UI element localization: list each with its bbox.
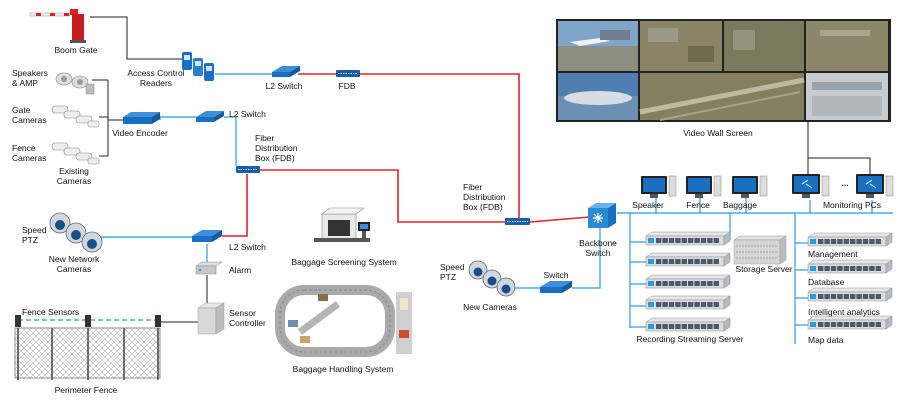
storage-server [733,235,787,265]
backbone-switch-label-1: Backbone [579,238,617,248]
boom-gate-label: Boom Gate [55,45,98,55]
speed-ptz-left-label-2: PTZ [22,235,38,245]
map-data-label: Map data [808,335,844,345]
boom-gate [29,9,86,43]
speakers-amp-label-1: Speakers [12,68,48,78]
ptz-cameras-left [49,212,103,253]
existing-cameras-label-2: Cameras [57,176,91,186]
new-cameras-label: New Cameras [463,302,517,312]
ptz-cameras-right [468,260,516,297]
sensor-controller [197,302,225,335]
fiber-box-left-label-2: Distribution [255,143,298,153]
switch-right [540,281,572,293]
right-server-1 [807,232,893,247]
right-server-3 [807,287,893,302]
speaker-label: Speaker [632,200,664,210]
right-server-2 [807,259,893,274]
speed-ptz-right-label-2: PTZ [440,272,456,282]
new-network-cameras-label-1: New Network [49,254,100,264]
intelligent-analytics-label: Intelligent analytics [808,307,880,317]
sensor-controller-label-2: Controller [229,318,266,328]
recording-server-1 [645,231,731,246]
video-encoder-label: Video Encoder [112,128,168,138]
switch-label: Switch [543,270,568,280]
speed-ptz-left-label-1: Speed [22,225,47,235]
speakers-amp-label-2: & AMP [12,78,38,88]
speakers-icon [55,72,95,95]
monitoring-pcs-label: Monitoring PCs [823,200,881,210]
baggage-label: Baggage [723,200,757,210]
l2-switch-mid-label: L2 Switch [229,109,266,119]
baggage-screening-label: Baggage Screening System [291,257,396,267]
fence-sensors-label: Fence Sensors [22,307,79,317]
perimeter-fence-label: Perimeter Fence [55,385,118,395]
fiber-box-right-label-2: Distribution [463,192,506,202]
new-network-cameras-label-2: Cameras [57,264,91,274]
fiber-box-right-label-3: Box (FDB) [463,202,503,212]
fiber-box-left-label-3: Box (FDB) [255,153,295,163]
fiber-links [222,73,591,237]
fence-cameras-icon [51,142,100,165]
fiber-box-left-label-1: Fiber [255,133,275,143]
right-servers [807,232,893,330]
gate-cameras-label-2: Cameras [12,115,46,125]
management-label: Management [808,249,858,259]
fence-label: Fence [686,200,710,210]
l2-switch-low [192,230,222,242]
alarm-label: Alarm [229,265,251,275]
l2-switch-mid [196,111,224,122]
alarm-device [195,261,223,275]
database-label: Database [808,277,845,287]
fence-cameras-label-2: Cameras [12,153,46,163]
monitoring-pc-2 [856,174,894,198]
baggage-pc [732,175,768,198]
right-server-4 [807,315,893,330]
fiber-box-right-label-1: Fiber [463,182,483,192]
l2-switch-top-label: L2 Switch [266,81,303,91]
fdb-left [236,166,260,173]
fdb-top [336,70,360,77]
recording-server-4 [645,295,731,310]
backbone-switch [588,203,616,228]
speed-ptz-right-label-1: Speed [440,262,465,272]
access-control-label-1: Access Control [127,68,184,78]
l2-switch-top [272,66,300,77]
video-wall-screen [556,19,891,122]
storage-server-label: Storage Server [735,264,792,274]
fdb-top-label: FDB [339,81,356,91]
recording-server-5 [645,317,731,332]
gate-cameras-label-1: Gate [12,105,31,115]
l2-switch-low-label: L2 Switch [229,242,266,252]
wires [90,16,871,323]
access-control-label-2: Readers [140,78,172,88]
video-wall-label: Video Wall Screen [683,128,753,138]
recording-server-2 [645,252,731,267]
speaker-pc [641,175,677,198]
video-encoder [123,112,160,124]
baggage-handling-icon [275,285,412,357]
fence-pc [686,175,722,198]
recording-streaming-label: Recording Streaming Server [636,334,743,344]
perimeter-fence [14,315,161,380]
existing-cameras-label-1: Existing [59,166,89,176]
sensor-controller-label-1: Sensor [229,308,256,318]
monitoring-pc-1 [792,174,830,198]
ellipsis-label: ... [841,178,848,188]
recording-server-3 [645,274,731,289]
gate-cameras-icon [51,105,100,128]
fence-cameras-label-1: Fence [12,143,36,153]
backbone-switch-label-2: Switch [585,248,610,258]
baggage-screening-icon [314,207,370,242]
baggage-handling-label: Baggage Handling System [293,364,394,374]
recording-servers [645,231,731,332]
fdb-right [505,218,530,225]
access-control-readers [182,52,214,81]
